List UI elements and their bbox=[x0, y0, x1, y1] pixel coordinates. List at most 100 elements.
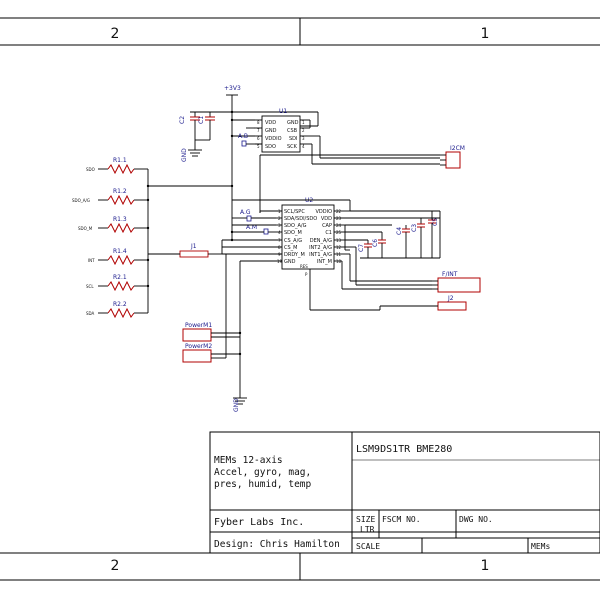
power-symbol-3v3: +3V3 bbox=[224, 85, 241, 114]
u2-pin-r3: CAP bbox=[322, 223, 332, 229]
resistor-r1-4: INT R1.4 bbox=[88, 248, 148, 266]
u2-num-r6: 12 bbox=[336, 245, 342, 250]
gnd-symbol-bottom: GND bbox=[233, 397, 247, 412]
u2-num-l8: 19 bbox=[277, 259, 283, 264]
connector-j1: J1 bbox=[148, 243, 222, 258]
connector-f-int-label: F/INT bbox=[442, 271, 458, 278]
size-label: SIZE bbox=[356, 515, 375, 524]
resistor-r1-3-label: R1.3 bbox=[113, 216, 127, 223]
resistor-r1-1: SDO R1.1 bbox=[86, 157, 148, 175]
size-value: LTR bbox=[360, 525, 375, 534]
resistor-r1-4-label: R1.4 bbox=[113, 248, 127, 255]
u2-num-r7: 11 bbox=[336, 252, 342, 257]
u1-num-l1: 8 bbox=[257, 120, 260, 125]
jumper-a-g-label: A.G bbox=[240, 209, 251, 216]
power-jumper-m2-label: PowerM2 bbox=[185, 343, 212, 350]
power-jumper-m1-label: PowerM1 bbox=[185, 322, 212, 329]
frame-top-zone-left: 2 bbox=[111, 26, 120, 42]
u1-pin-l1: VDD bbox=[265, 120, 276, 126]
u2-pin-bottom: RES bbox=[300, 264, 308, 269]
jumper-a-m-label: A.M bbox=[246, 224, 257, 231]
u1-num-r3: 3 bbox=[302, 136, 305, 141]
u2-pin-l2: SDA/SDI/SDO bbox=[284, 216, 317, 222]
description-line-2: Accel, gyro, mag, bbox=[214, 467, 311, 478]
connector-i2cm-label: I2CM bbox=[450, 145, 465, 152]
power-jumper-m2: PowerM2 bbox=[182, 343, 240, 363]
u1-num-l4: 5 bbox=[257, 144, 260, 149]
u2-pin-l6: CS_M bbox=[284, 245, 297, 251]
u2-pin-r4: C1 bbox=[325, 230, 332, 236]
cap-c3: C3 bbox=[411, 218, 425, 258]
u2-num-bottom: P bbox=[305, 272, 308, 277]
net-sdo: SDO bbox=[86, 167, 95, 172]
u2-pin-r7: INT1_A/G bbox=[309, 252, 332, 258]
cap-c4: C4 bbox=[396, 225, 410, 258]
chip-u2: U2 SCL/SPC SDA/SDI/SDO SDO_A/G SDO_M CS_… bbox=[277, 197, 342, 277]
u2-pin-r6: INT2_A/G bbox=[309, 245, 332, 251]
power-jumper-m1: PowerM1 bbox=[182, 322, 240, 342]
u1-num-r4: 4 bbox=[302, 144, 305, 149]
jumper-a-g: A.G bbox=[232, 209, 276, 222]
connector-j2-label: J2 bbox=[447, 295, 454, 302]
u1-num-r2: 2 bbox=[302, 128, 305, 133]
u2-num-r8: 18 bbox=[336, 259, 342, 264]
u2-num-l2: 2 bbox=[278, 216, 281, 221]
u2-pin-l1: SCL/SPC bbox=[284, 209, 305, 215]
u1-pin-r3: SDI bbox=[289, 136, 298, 142]
u1-num-r1: 1 bbox=[302, 120, 305, 125]
cap-c1: C1 bbox=[198, 112, 215, 140]
u1-pin-l3: VDDIO bbox=[265, 136, 282, 142]
sheet-name: MEMs bbox=[531, 542, 550, 551]
u2-num-l3: 3 bbox=[278, 223, 281, 228]
title-block: MEMs 12-axis Accel, gyro, mag, pres, hum… bbox=[209, 431, 600, 554]
u2-pin-l4: SDO_M bbox=[284, 230, 302, 236]
u2-num-l1: 1 bbox=[278, 209, 281, 214]
u1-pin-r1: GND bbox=[287, 120, 299, 126]
jumper-a-b: A.B bbox=[238, 133, 262, 147]
chip-u1-ref: U1 bbox=[279, 108, 287, 115]
net-int: INT bbox=[88, 258, 95, 263]
drawing-title: LSM9DS1TR BME280 bbox=[356, 444, 452, 455]
u1-num-l2: 7 bbox=[257, 128, 260, 133]
u2-num-r2: 23 bbox=[336, 216, 342, 221]
cap-c5-label: C5 bbox=[432, 218, 439, 226]
resistor-r1-2: SDO_A/G R1.2 bbox=[72, 188, 148, 206]
u2-pin-l8: GND bbox=[284, 259, 296, 265]
schematic: +3V3 C2 C1 bbox=[72, 85, 481, 412]
u2-pin-r1: VDDIO bbox=[315, 209, 332, 215]
frame-top-zone-right: 1 bbox=[481, 26, 490, 42]
u1-num-l3: 6 bbox=[257, 136, 260, 141]
resistor-r1-2-label: R1.2 bbox=[113, 188, 127, 195]
cap-c3-label: C3 bbox=[411, 224, 418, 232]
cap-c2: C2 bbox=[179, 112, 200, 140]
connector-i2cm: I2CM bbox=[440, 145, 465, 169]
gnd-label-bottom: GND bbox=[233, 398, 240, 412]
u1-pin-l2: GND bbox=[265, 128, 277, 134]
resistor-r2-1: SCL R2.1 bbox=[86, 274, 148, 292]
scale-label: SCALE bbox=[356, 542, 380, 551]
u2-pin-r8: INT_M bbox=[317, 259, 332, 265]
u1-pin-l4: SDO bbox=[265, 144, 276, 150]
company-name: Fyber Labs Inc. bbox=[214, 517, 304, 528]
resistor-r2-2-label: R2.2 bbox=[113, 301, 127, 308]
description-line-3: pres, humid, temp bbox=[214, 479, 312, 490]
cap-c6-label: C6 bbox=[372, 239, 379, 247]
net-sda: SDA bbox=[86, 311, 95, 316]
u2-num-l7: 9 bbox=[278, 252, 281, 257]
cap-c7-label: C7 bbox=[358, 244, 365, 252]
connector-j2: J2 bbox=[380, 295, 467, 311]
chip-u1: U1 VDD GND VDDIO SDO GND CSB SDI SCK 8 7… bbox=[255, 108, 312, 153]
connector-j1-label: J1 bbox=[190, 243, 197, 250]
jumper-a-m: A.M bbox=[232, 224, 276, 235]
fscm-label: FSCM NO. bbox=[382, 515, 421, 524]
u2-num-l6: 8 bbox=[278, 245, 281, 250]
u1-pin-r2: CSB bbox=[287, 128, 298, 134]
designer-name: Design: Chris Hamilton bbox=[214, 539, 340, 550]
cap-c5: C5 bbox=[428, 211, 439, 258]
frame-bottom-zone-right: 1 bbox=[481, 558, 490, 574]
u2-pin-r2: VDD bbox=[321, 216, 332, 222]
u2-num-r4: 25 bbox=[336, 230, 342, 235]
net-sdo-ag: SDO_A/G bbox=[72, 198, 90, 203]
frame-bottom-zone-left: 2 bbox=[111, 558, 120, 574]
